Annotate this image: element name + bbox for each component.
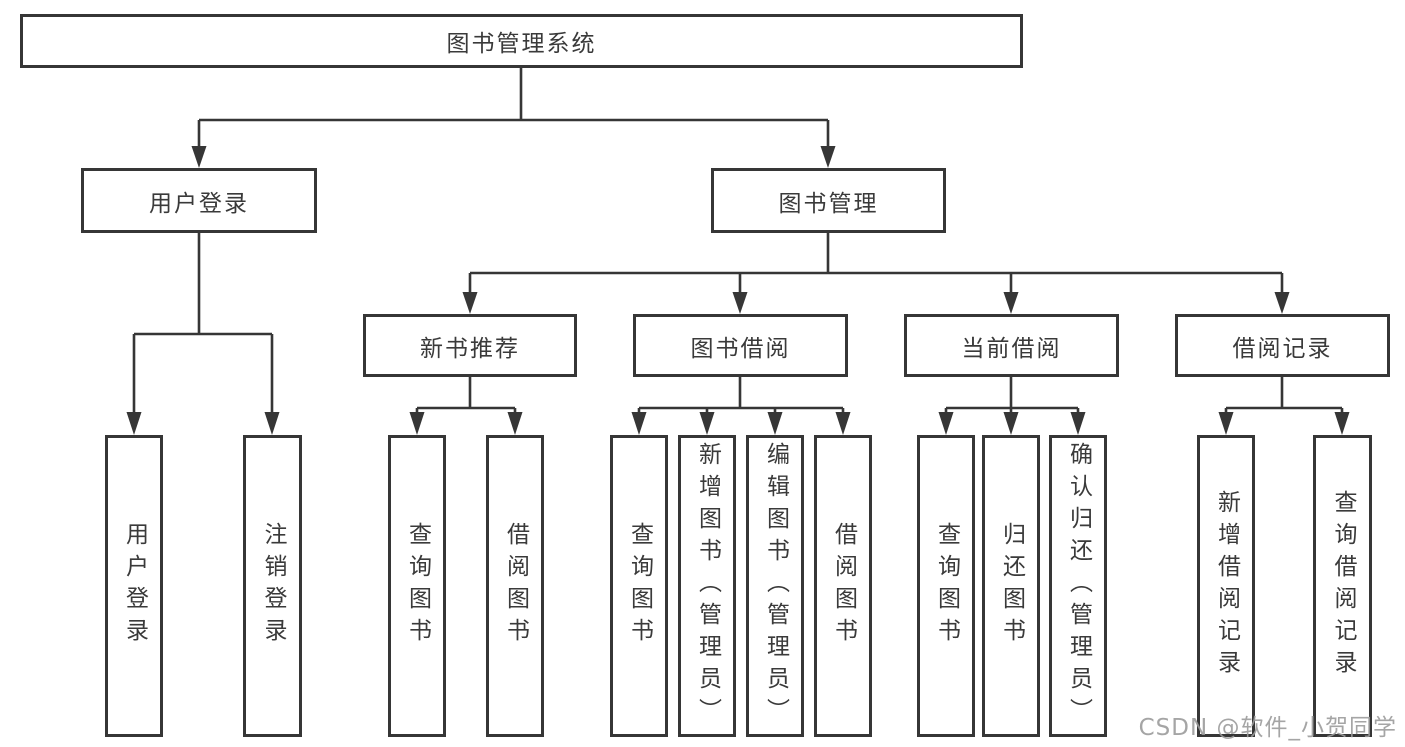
leaf-borrow-query-books: 查询图书 <box>610 435 668 737</box>
connector-book-mgmt <box>468 233 1284 298</box>
node-book-borrow: 图书借阅 <box>633 314 848 377</box>
connector-new-book <box>415 377 517 420</box>
connector-root <box>197 68 830 152</box>
csdn-watermark: CSDN @软件_小贺同学 <box>1138 715 1397 741</box>
leaf-records-query-record: 查询借阅记录 <box>1313 435 1372 737</box>
node-current-borrow: 当前借阅 <box>904 314 1119 377</box>
node-root-system: 图书管理系统 <box>20 14 1023 68</box>
node-book-management: 图书管理 <box>711 168 946 233</box>
connector-user-login <box>132 233 274 418</box>
connector-book-borrow <box>637 377 845 420</box>
node-user-login: 用户登录 <box>81 168 317 233</box>
node-borrow-records: 借阅记录 <box>1175 314 1390 377</box>
leaf-current-query-books: 查询图书 <box>917 435 975 737</box>
connector-borrow-records <box>1224 377 1344 420</box>
leaf-borrow-add-books-admin: 新增图书（管理员） <box>678 435 736 737</box>
leaf-current-return-books: 归还图书 <box>982 435 1040 737</box>
leaf-borrow-borrow-books: 借阅图书 <box>814 435 872 737</box>
leaf-recommend-query-books: 查询图书 <box>388 435 446 737</box>
node-new-book-recommend: 新书推荐 <box>363 314 577 377</box>
leaf-user-login: 用户登录 <box>105 435 163 737</box>
leaf-borrow-edit-books-admin: 编辑图书（管理员） <box>746 435 804 737</box>
leaf-recommend-borrow-books: 借阅图书 <box>486 435 544 737</box>
leaf-records-add-record: 新增借阅记录 <box>1197 435 1255 737</box>
leaf-current-confirm-return-admin: 确认归还（管理员） <box>1049 435 1107 737</box>
connector-current-borrow <box>944 377 1080 420</box>
leaf-logout: 注销登录 <box>243 435 302 737</box>
